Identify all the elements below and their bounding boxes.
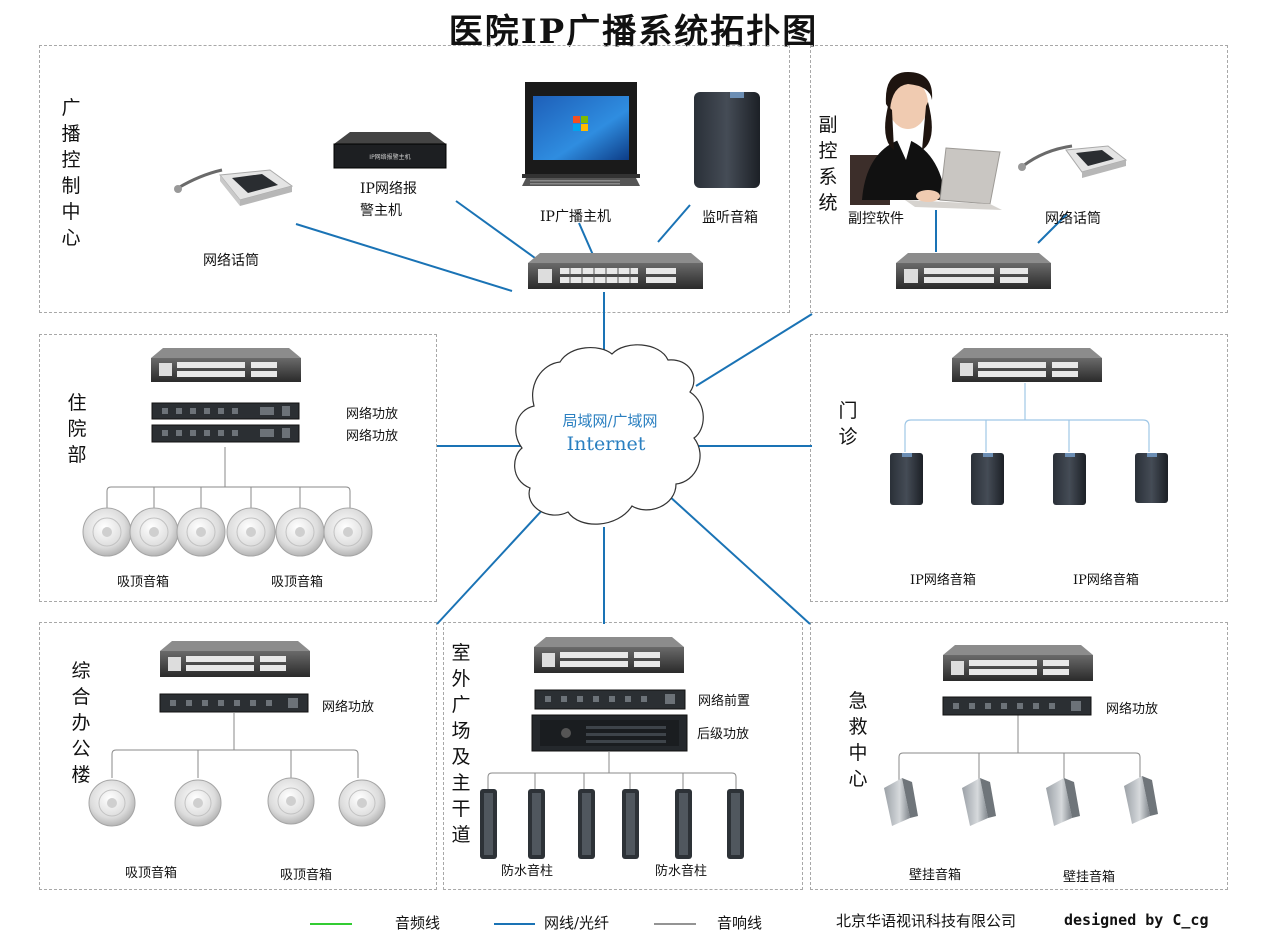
label-control-mic: 网络话筒: [203, 253, 259, 269]
zone-name-outpatient: 门诊: [838, 400, 858, 448]
zone-outdoor: [443, 622, 803, 890]
zone-inpatient: [39, 334, 437, 602]
legend-speaker-label: 音响线: [717, 914, 763, 932]
network-lines: [295, 200, 1068, 625]
speaker-wiring: [106, 447, 1141, 790]
label-outdoor-column-2: 防水音柱: [655, 864, 708, 879]
label-office-speaker-1: 吸顶音箱: [125, 866, 178, 881]
amplifier-icon: [151, 402, 300, 443]
column-speaker-icon: [480, 789, 744, 859]
network-switch-icon: [534, 637, 684, 673]
zone-sub-control: [810, 45, 1228, 313]
alarm-host-icon: IP网络报警主机: [333, 132, 447, 169]
legend-network-label: 网线/光纤: [544, 914, 610, 932]
zone-control-center: [39, 45, 790, 313]
label-office-amp: 网络功放: [322, 700, 375, 715]
label-emergency-amp: 网络功放: [1106, 702, 1159, 717]
legend-audio-label: 音频线: [395, 914, 441, 932]
network-switch-icon: [896, 253, 1051, 289]
label-inpatient-amp-2: 网络功放: [346, 429, 399, 444]
label-sub-software: 副控软件: [848, 211, 904, 227]
label-inpatient-speaker-1: 吸顶音箱: [117, 575, 170, 590]
label-outdoor-power-amp: 后级功放: [697, 727, 750, 742]
label-outdoor-column-1: 防水音柱: [501, 864, 554, 879]
label-emergency-speaker-1: 壁挂音箱: [909, 868, 962, 883]
designer-credit: designed by C_cg: [1064, 911, 1209, 929]
zone-name-inpatient: 住院部: [67, 392, 87, 466]
cloud-label-network: 局域网/广域网: [562, 412, 657, 430]
network-switch-icon: [528, 253, 703, 289]
network-switch-icon: [943, 645, 1093, 681]
label-office-speaker-2: 吸顶音箱: [280, 868, 333, 883]
zone-outpatient: [810, 334, 1228, 602]
network-switch-icon: [160, 641, 310, 677]
zone-name-control-center: 广播控制中心: [61, 97, 81, 249]
ceiling-speaker-icon: [82, 507, 373, 557]
amplifier-icon: [942, 696, 1092, 716]
zone-name-sub-control: 副控系统: [818, 114, 838, 214]
label-alarm-host-line1: IP网络报: [360, 181, 417, 197]
network-switch-icon: [952, 348, 1102, 382]
alarm-panel-label: IP网络报警主机: [369, 153, 410, 161]
network-microphone-icon: [174, 168, 294, 206]
internet-cloud-icon: [514, 344, 704, 525]
label-outpatient-speaker-1: IP网络音箱: [910, 573, 976, 588]
label-outpatient-speaker-2: IP网络音箱: [1073, 573, 1139, 588]
label-emergency-speaker-2: 壁挂音箱: [1063, 870, 1116, 885]
company-name: 北京华语视讯科技有限公司: [836, 912, 1017, 930]
preamplifier-icon: [534, 689, 686, 710]
outpatient-wiring: [904, 383, 1150, 452]
ceiling-speaker-icon: [88, 777, 386, 827]
amplifier-icon: [159, 693, 309, 713]
zone-emergency: [810, 622, 1228, 890]
label-monitor-speaker: 监听音箱: [702, 210, 758, 226]
label-alarm-host-line2: 警主机: [360, 203, 402, 219]
monitor-speaker-icon: [694, 92, 760, 188]
broadcast-host-icon: [522, 82, 640, 186]
zone-name-outdoor: 室外广场及主干道: [451, 642, 471, 846]
operator-laptop-icon: [850, 72, 1002, 210]
zone-office: [39, 622, 437, 890]
cloud-label-internet: Internet: [567, 433, 646, 455]
label-outdoor-preamp: 网络前置: [698, 694, 751, 709]
label-sub-mic: 网络话筒: [1045, 211, 1101, 227]
power-amplifier-icon: [531, 714, 688, 752]
network-switch-icon: [151, 348, 301, 382]
network-microphone-icon: [1018, 144, 1128, 178]
ip-speaker-icon: [890, 453, 1168, 505]
label-inpatient-amp-1: 网络功放: [346, 407, 399, 422]
label-inpatient-speaker-2: 吸顶音箱: [271, 575, 324, 590]
wall-speaker-icon: [884, 776, 1158, 826]
zone-name-emergency: 急救中心: [848, 690, 868, 790]
label-broadcast-host: IP广播主机: [540, 209, 611, 225]
zone-name-office: 综合办公楼: [71, 660, 91, 786]
